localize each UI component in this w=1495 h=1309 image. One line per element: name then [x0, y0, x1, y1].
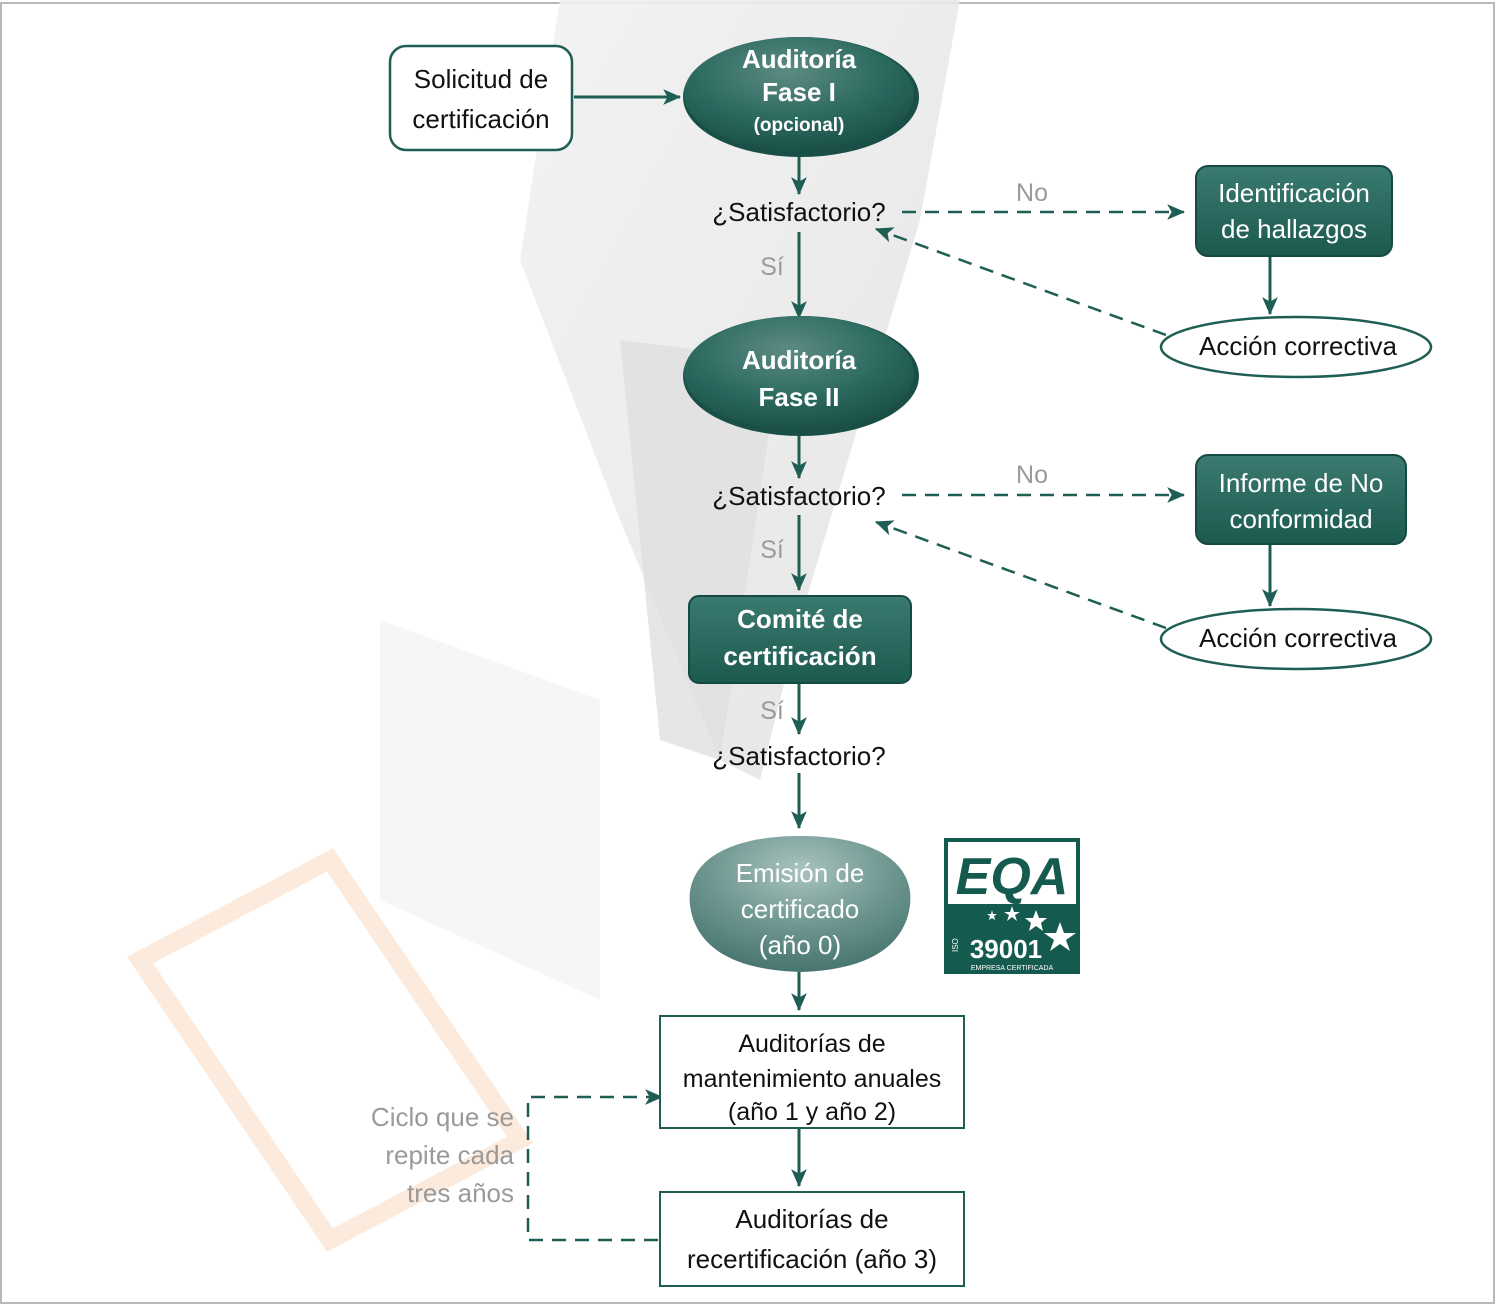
- badge-standard: 39001: [970, 934, 1042, 964]
- star-icon: [1025, 910, 1047, 931]
- node-accion1: Acción correctiva: [1159, 315, 1433, 379]
- node-recertificacion-line1: Auditorías de: [735, 1204, 888, 1234]
- eqa-iso-badge: EQA ISO 39001 EMPRESA CERTIFICADA: [944, 838, 1080, 974]
- cycle-note-line1: Ciclo que se: [371, 1102, 514, 1132]
- dashed-cycle-loop: [526, 1089, 664, 1242]
- node-recertificacion-line2: recertificación (año 3): [687, 1244, 937, 1274]
- node-informe-line2: conformidad: [1229, 504, 1372, 534]
- star-icon: [987, 910, 997, 920]
- node-informe-line1: Informe de No: [1219, 468, 1384, 498]
- badge-iso: ISO: [951, 938, 960, 952]
- edge-label-no2: No: [1016, 461, 1048, 489]
- node-solicitud-line2: certificación: [412, 104, 549, 134]
- node-mantenimiento-line2: mantenimiento anuales: [683, 1065, 942, 1093]
- edge-label-si3: Sí: [760, 697, 784, 725]
- node-fase2: Auditoría Fase II: [683, 316, 919, 436]
- node-comite: Comité de certificación: [688, 595, 912, 684]
- node-identificacion: Identificación de hallazgos: [1195, 165, 1393, 257]
- dashed-arrow-accion2-to-satisf2: [874, 520, 1167, 630]
- node-informe: Informe de No conformidad: [1195, 454, 1407, 545]
- node-fase1-line1: Auditoría: [742, 44, 857, 74]
- node-emision-line1: Emisión de: [736, 858, 865, 888]
- node-fase1-line2: Fase I: [762, 77, 836, 107]
- cycle-note: Ciclo que se repite cada tres años: [371, 1102, 515, 1208]
- decision-satisf1: ¿Satisfactorio?: [712, 197, 885, 227]
- edge-label-si1: Sí: [760, 253, 784, 281]
- node-comite-line1: Comité de: [737, 604, 863, 634]
- edge-label-si2: Sí: [760, 536, 784, 564]
- edge-label-no1: No: [1016, 179, 1048, 207]
- node-accion2: Acción correctiva: [1159, 607, 1433, 671]
- node-accion2-label: Acción correctiva: [1199, 623, 1397, 653]
- decision-satisf3: ¿Satisfactorio?: [712, 741, 885, 771]
- decision-satisf2: ¿Satisfactorio?: [712, 481, 885, 511]
- node-solicitud: Solicitud de certificación: [388, 44, 574, 152]
- node-fase2-line1: Auditoría: [742, 345, 857, 375]
- node-emision-line3: (año 0): [759, 930, 841, 960]
- node-emision-line2: certificado: [741, 894, 860, 924]
- node-comite-line2: certificación: [723, 641, 876, 671]
- dashed-arrow-accion1-to-satisf1: [874, 227, 1167, 337]
- node-mantenimiento: Auditorías de mantenimiento anuales (año…: [659, 1015, 965, 1129]
- node-recertificacion: Auditorías de recertificación (año 3): [659, 1191, 965, 1287]
- node-mantenimiento-line1: Auditorías de: [738, 1030, 885, 1058]
- node-fase1: Auditoría Fase I (opcional): [683, 37, 919, 157]
- cycle-note-line2: repite cada: [385, 1140, 514, 1170]
- badge-caption: EMPRESA CERTIFICADA: [971, 965, 1054, 972]
- star-icon: [1044, 922, 1076, 951]
- cycle-note-line3: tres años: [407, 1178, 514, 1208]
- node-identificacion-line1: Identificación: [1218, 178, 1370, 208]
- node-fase1-line3: (opcional): [754, 115, 845, 136]
- node-accion1-label: Acción correctiva: [1199, 331, 1397, 361]
- badge-brand: EQA: [956, 848, 1069, 906]
- node-solicitud-line1: Solicitud de: [414, 64, 548, 94]
- node-identificacion-line2: de hallazgos: [1221, 214, 1367, 244]
- node-emision: Emisión de certificado (año 0): [689, 836, 911, 972]
- node-mantenimiento-line3: (año 1 y año 2): [728, 1098, 896, 1126]
- star-icon: [1004, 906, 1020, 921]
- node-fase2-line2: Fase II: [759, 382, 840, 412]
